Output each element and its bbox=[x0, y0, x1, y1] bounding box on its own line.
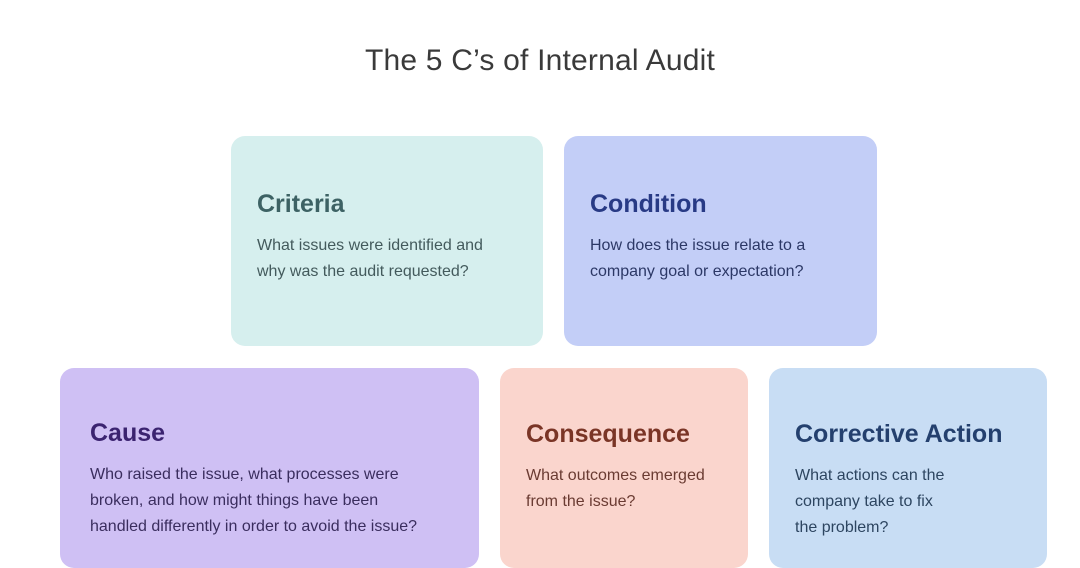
condition-card: Condition How does the issue relate to a… bbox=[564, 136, 877, 346]
consequence-title: Consequence bbox=[526, 420, 690, 448]
corrective-action-title: Corrective Action bbox=[795, 420, 1003, 448]
cause-description: Who raised the issue, what processes wer… bbox=[90, 466, 418, 535]
condition-title: Condition bbox=[590, 190, 707, 218]
page-title: The 5 C’s of Internal Audit bbox=[364, 44, 716, 77]
condition-description: How does the issue relate to a company g… bbox=[590, 237, 806, 280]
corrective-action-description: What actions can the company take to fix… bbox=[795, 467, 945, 536]
consequence-card: Consequence What outcomes emerged from t… bbox=[500, 368, 748, 568]
cause-title: Cause bbox=[90, 419, 166, 447]
cause-card: Cause Who raised the issue, what process… bbox=[60, 368, 479, 568]
corrective-action-card: Corrective Action What actions can the c… bbox=[769, 368, 1047, 568]
criteria-title: Criteria bbox=[257, 190, 345, 218]
consequence-description: What outcomes emerged from the issue? bbox=[526, 467, 705, 510]
criteria-description: What issues were identified and why was … bbox=[257, 237, 483, 280]
criteria-card: Criteria What issues were identified and… bbox=[231, 136, 543, 346]
